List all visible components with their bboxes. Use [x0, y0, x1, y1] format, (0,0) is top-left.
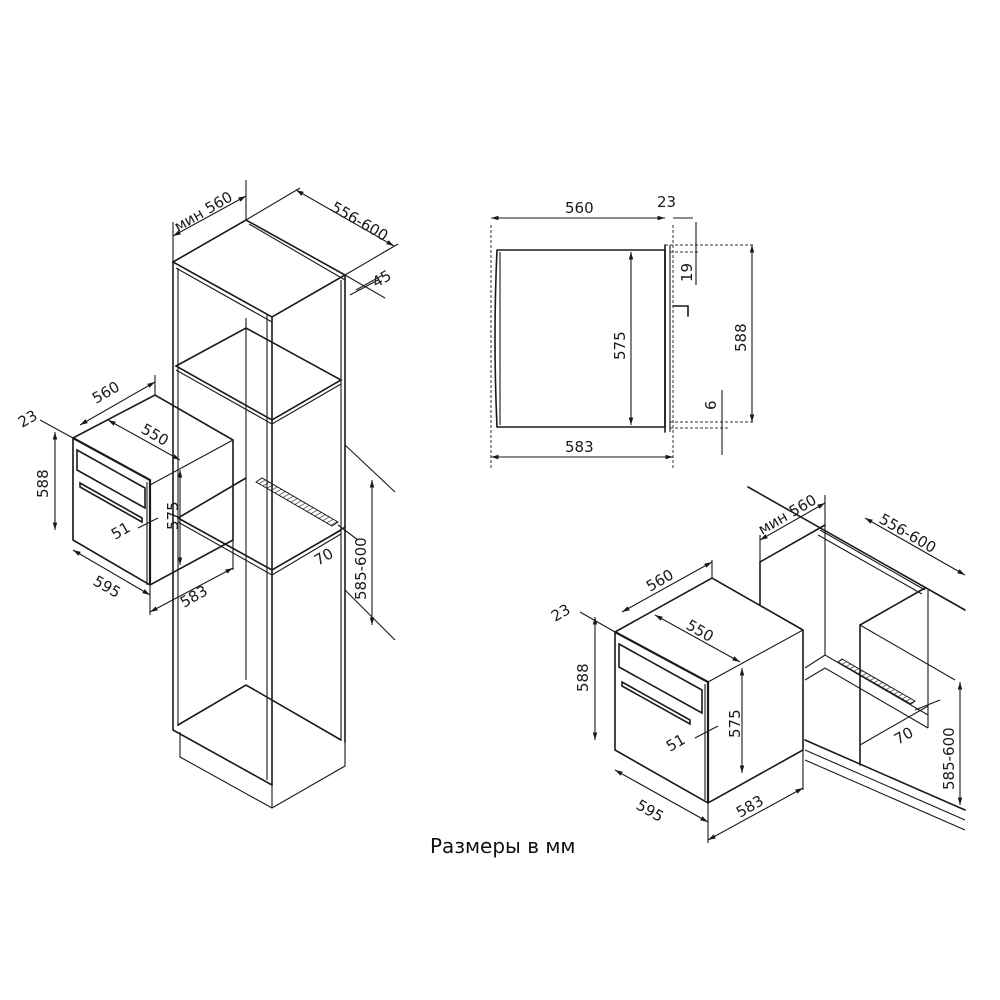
label-oven-depth-body: 583 [177, 582, 211, 612]
label-side-total-depth: 583 [565, 438, 594, 456]
label-uc-cabinet-depth: 556-600 [876, 510, 939, 557]
label-side-bottom-offset: 6 [702, 400, 720, 410]
label-uc-vent-depth: 70 [891, 723, 917, 748]
tall-cabinet-view: мин 560 556-600 45 70 585-600 [171, 180, 399, 809]
label-oven-r-inner-width: 550 [683, 616, 717, 646]
label-oven-r-width: 595 [633, 796, 667, 826]
label-side-total-height: 588 [732, 323, 750, 352]
oven-right-view: 560 23 550 588 575 51 595 583 [548, 560, 804, 843]
oven-side-view: 560 23 19 575 588 6 583 [490, 193, 755, 470]
label-oven-handle-offset: 51 [108, 518, 134, 543]
label-uc-niche-height: 585-600 [940, 727, 958, 790]
label-side-body-height: 575 [611, 331, 629, 360]
label-oven-r-height: 588 [574, 663, 592, 692]
label-cabinet-depth: 556-600 [328, 198, 391, 245]
caption-units: Размеры в мм [430, 834, 576, 858]
label-oven-r-handle-offset: 51 [663, 730, 689, 755]
label-cabinet-width: мин 560 [171, 188, 236, 236]
label-oven-inner-height: 575 [164, 501, 182, 530]
label-oven-r-front-panel: 23 [548, 600, 574, 625]
label-vent-depth: 70 [311, 544, 337, 569]
label-side-body-depth: 560 [565, 199, 594, 217]
label-panel-thickness: 45 [369, 266, 395, 291]
oven-left-view: 560 23 550 588 575 51 595 583 [15, 375, 234, 615]
label-oven-height: 588 [34, 469, 52, 498]
label-oven-front-panel: 23 [15, 406, 41, 431]
label-oven-r-inner-height: 575 [726, 709, 744, 738]
label-uc-cabinet-width: мин 560 [755, 491, 820, 539]
label-side-front-panel: 23 [657, 193, 676, 211]
label-oven-inner-width: 550 [138, 420, 172, 450]
label-side-top-offset: 19 [678, 263, 696, 282]
label-niche-height: 585-600 [352, 537, 370, 600]
under-counter-view: мин 560 556-600 70 585-600 [747, 486, 966, 831]
